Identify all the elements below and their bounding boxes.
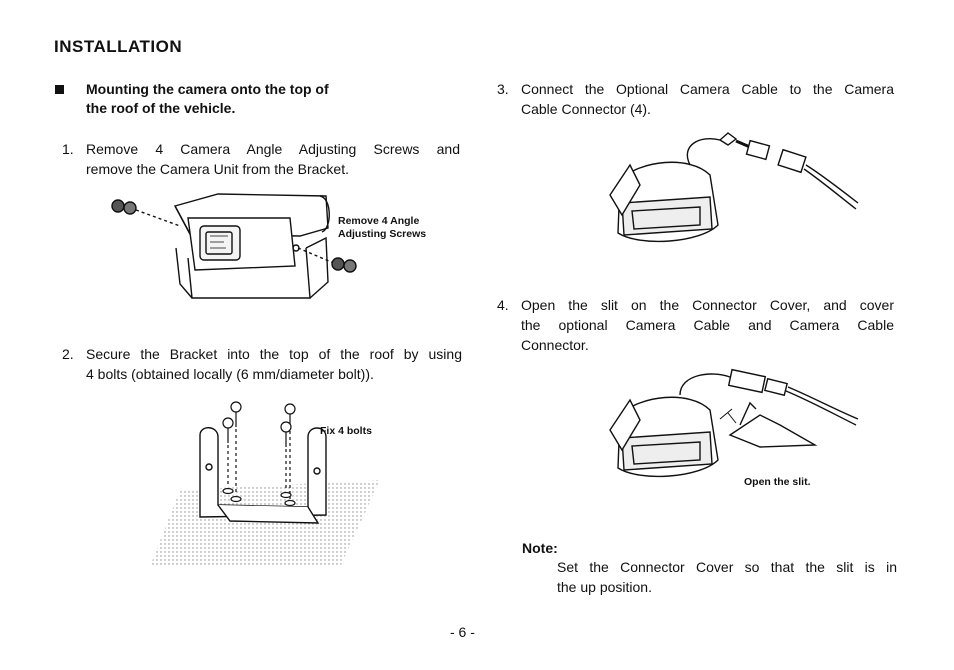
step-3-number: 3. <box>497 81 509 97</box>
note-heading: Note: <box>522 540 558 556</box>
connector-cover-illustration <box>609 368 859 478</box>
step-2-number: 2. <box>62 346 74 362</box>
camera-bracket-illustration <box>111 193 357 299</box>
note-line-1: Set the Connector Cover so that the slit… <box>557 559 897 575</box>
step-4: 4. Open the slit on the Connector Cover,… <box>497 295 894 357</box>
step-3-line-1: Connect the Optional Camera Cable to the… <box>521 81 894 97</box>
subsection-line-2: the roof of the vehicle. <box>86 100 236 116</box>
note-text: Set the Connector Cover so that the slit… <box>557 557 897 597</box>
bullet-square-icon <box>55 85 64 94</box>
step-3-line-2: Cable Connector (4). <box>521 101 651 117</box>
fig1-label: Remove 4 Angle Adjusting Screws <box>338 215 426 241</box>
step-2-line-1: Secure the Bracket into the top of the r… <box>86 346 462 362</box>
fig1-label-line-1: Remove 4 Angle <box>338 215 420 227</box>
step-4-number: 4. <box>497 297 509 313</box>
step-2: 2. Secure the Bracket into the top of th… <box>62 344 462 386</box>
step-2-line-2: 4 bolts (obtained locally (6 mm/diameter… <box>86 366 374 382</box>
step-1-number: 1. <box>62 141 74 157</box>
bracket-bolts-illustration <box>150 401 380 567</box>
section-title: INSTALLATION <box>54 37 183 56</box>
subsection-line-1: Mounting the camera onto the top of <box>86 81 329 97</box>
step-4-line-1: Open the slit on the Connector Cover, an… <box>521 297 894 313</box>
fig4-label: Open the slit. <box>744 476 811 488</box>
step-1-line-2: remove the Camera Unit from the Bracket. <box>86 161 349 177</box>
step-3: 3. Connect the Optional Camera Cable to … <box>497 79 894 121</box>
cable-connection-illustration <box>609 132 859 243</box>
page-number: - 6 - <box>450 624 475 640</box>
fig1-label-line-2: Adjusting Screws <box>338 228 427 240</box>
note-line-2: the up position. <box>557 579 652 595</box>
step-1-line-1: Remove 4 Camera Angle Adjusting Screws a… <box>86 141 460 157</box>
step-4-line-2: the optional Camera Cable and Camera Cab… <box>521 317 894 333</box>
fig2-label: Fix 4 bolts <box>320 425 372 437</box>
step-4-line-3: Connector. <box>521 337 589 353</box>
step-1: 1. Remove 4 Camera Angle Adjusting Screw… <box>62 139 460 181</box>
subsection-heading: Mounting the camera onto the top of the … <box>86 80 416 118</box>
